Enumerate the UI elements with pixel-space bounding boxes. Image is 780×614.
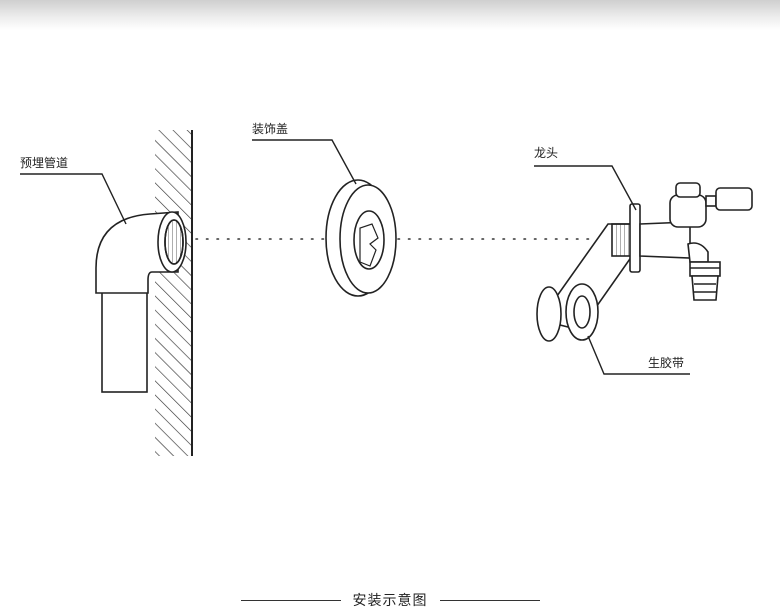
diagram-caption: 安装示意图 (0, 588, 780, 612)
leader-lines (20, 139, 690, 375)
faucet (538, 182, 753, 331)
label-ptfe-tape: 生胶带 (648, 355, 684, 370)
label-embedded-pipe: 预埋管道 (20, 155, 68, 170)
caption-text: 安装示意图 (352, 593, 428, 609)
ptfe-tape (536, 283, 599, 342)
label-decorative-cover: 装饰盖 (252, 122, 288, 136)
wall (155, 130, 193, 456)
label-faucet: 龙头 (534, 146, 558, 160)
caption-rule-right (439, 599, 540, 601)
decorative-cover (325, 179, 397, 297)
top-shadow-band (0, 0, 780, 30)
caption-rule-left (240, 599, 341, 601)
embedded-pipe-elbow (95, 211, 187, 393)
